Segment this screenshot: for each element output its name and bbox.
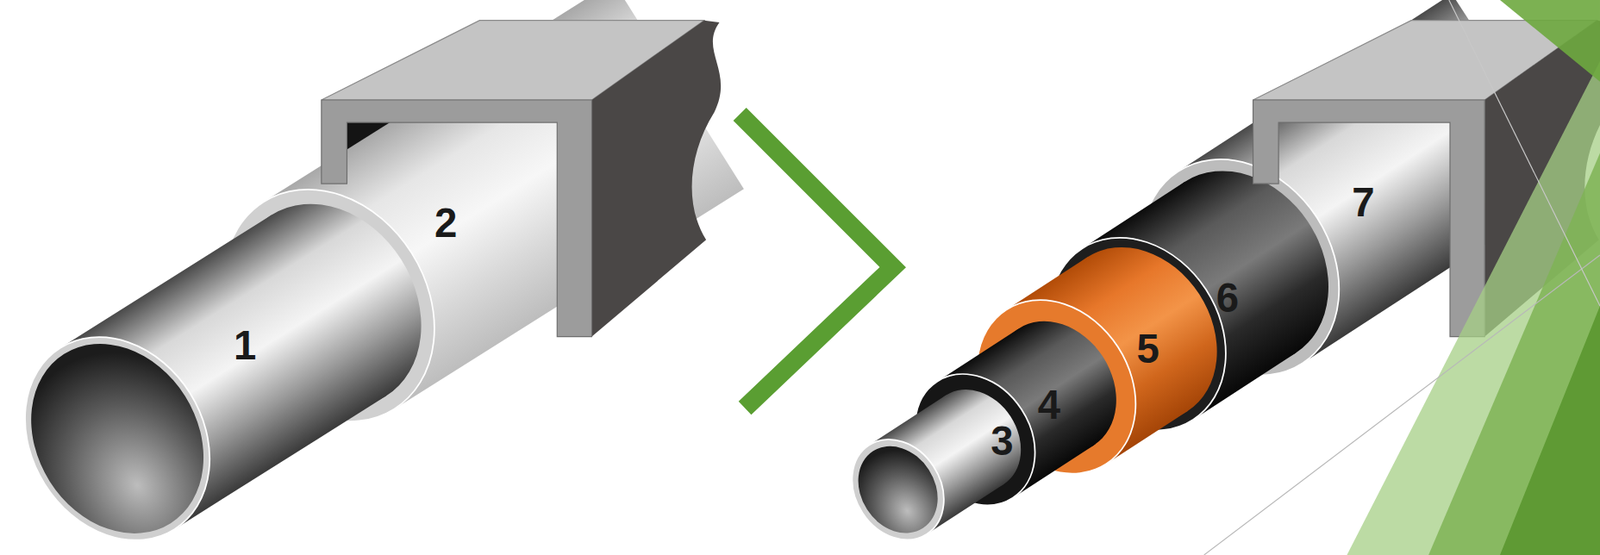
slide-decoration bbox=[1204, 0, 1600, 555]
callout-number: 3 bbox=[990, 420, 1013, 462]
callout-number: 6 bbox=[1216, 277, 1239, 319]
green-chevron bbox=[739, 114, 894, 409]
callout-number: 1 bbox=[233, 324, 257, 365]
deco-dark bbox=[1500, 306, 1600, 555]
callout-number: 7 bbox=[1351, 181, 1375, 223]
pipe-bore bbox=[842, 431, 954, 549]
channel-side bbox=[592, 20, 722, 338]
callout-number: 5 bbox=[1136, 328, 1159, 369]
callout-number: 4 bbox=[1037, 384, 1061, 425]
pipe-layer bbox=[0, 168, 459, 555]
channel-front bbox=[1253, 100, 1486, 338]
steel-channel bbox=[321, 20, 721, 338]
deco-line bbox=[1204, 255, 1600, 555]
deco-line bbox=[1449, 0, 1600, 307]
pipe-layer bbox=[833, 372, 1040, 555]
callout-number: 2 bbox=[434, 201, 457, 243]
pipe-bore bbox=[0, 311, 238, 555]
layer-face bbox=[0, 302, 247, 555]
deco-light bbox=[1346, 61, 1600, 555]
deco-top bbox=[1500, 0, 1600, 82]
layer-body-end bbox=[199, 168, 459, 442]
channel-front bbox=[321, 100, 593, 338]
deco-mid bbox=[1428, 153, 1600, 555]
layer-face bbox=[833, 422, 963, 555]
